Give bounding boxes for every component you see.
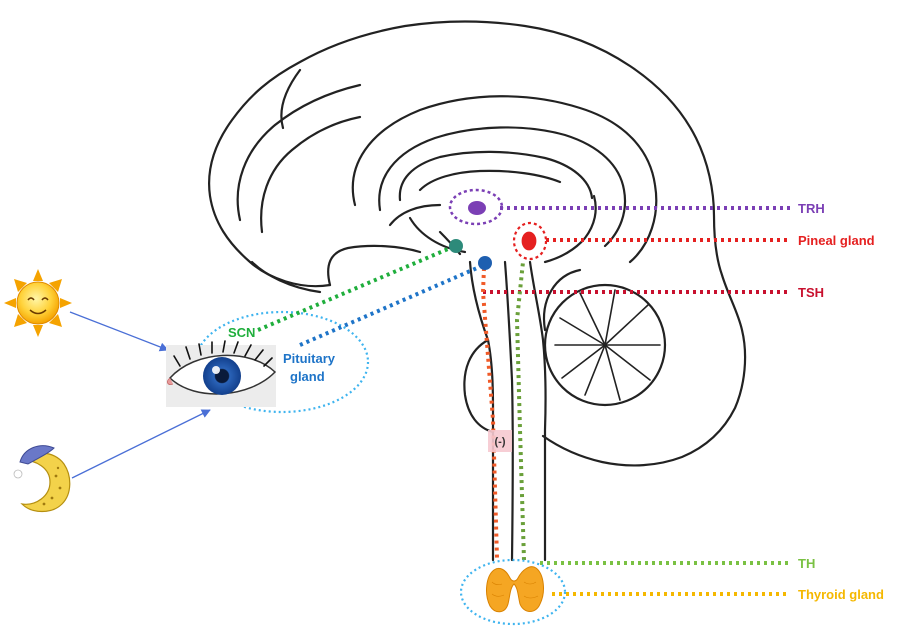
scn-label: SCN: [228, 325, 255, 340]
sun-icon: [4, 269, 72, 337]
thyroid-ellipse: [461, 560, 565, 624]
sun-to-eye-arrow: [70, 312, 168, 350]
moon-icon: [14, 446, 70, 512]
th-ascending-line: [517, 262, 524, 560]
trh-nucleus: [468, 201, 486, 215]
scn-line: [258, 246, 455, 330]
tsh-label: TSH: [798, 285, 824, 300]
pituitary-label-line2: gland: [290, 369, 325, 384]
tsh-descending-line: [483, 268, 497, 558]
pituitary-label-line1: Pituitary: [283, 351, 336, 366]
pineal-gland: [521, 231, 537, 251]
trh-label: TRH: [798, 201, 825, 216]
th-label: TH: [798, 556, 815, 571]
moon-to-eye-arrow: [72, 410, 210, 478]
thyroid-gland-icon: [487, 567, 544, 612]
thyroid-label: Thyroid gland: [798, 587, 884, 602]
scn-dot: [449, 239, 463, 253]
brain-outline: [209, 22, 745, 561]
eye-icon: [166, 341, 276, 407]
pituitary-dot: [478, 256, 492, 270]
inhibition-label: (-): [495, 436, 506, 448]
pineal-label: Pineal gland: [798, 233, 875, 248]
